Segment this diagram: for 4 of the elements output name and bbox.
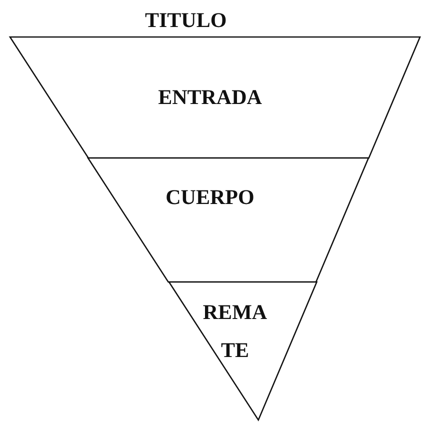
band-label: ENTRADA: [157, 84, 263, 111]
band-label: REMA TE: [202, 299, 268, 364]
band-label: CUERPO: [164, 184, 256, 211]
title: TITULO: [145, 8, 227, 33]
